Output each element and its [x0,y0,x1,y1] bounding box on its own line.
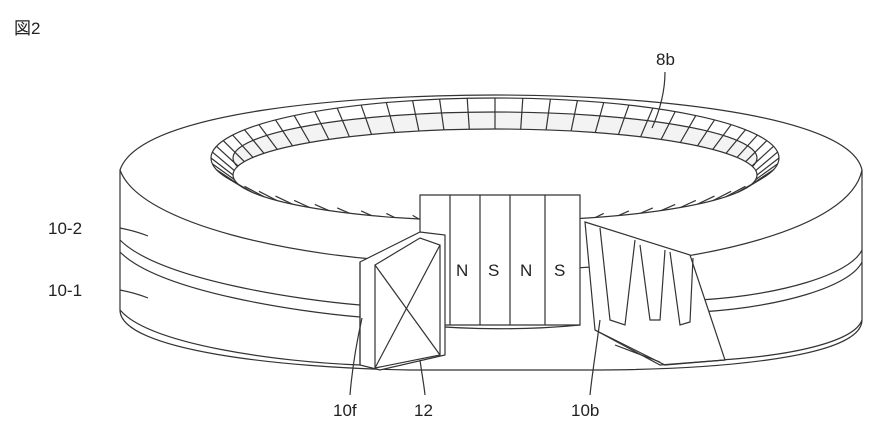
magnet-segment-line [594,102,605,133]
magnet-segment-line [751,145,774,167]
magnet-segment-line [660,111,676,140]
magnet-segment-line [660,203,676,212]
magnet-segment-line [386,212,395,219]
magnet-segment-line [360,210,372,217]
magnet-segment-line [756,157,780,176]
magnet-segment-line [274,119,294,147]
magnet-segment-line [466,98,470,130]
magnet-segment-line [745,140,768,163]
magnet-segment-line [293,199,310,209]
magnet-segment-line [216,145,239,167]
magnet-segment-line [222,174,245,189]
magnet-segment-line [293,115,311,143]
magnet-segment-line [258,124,278,150]
pole-label-4: S [554,261,565,280]
magnet-segment-line [212,163,235,180]
magnet-segment-line [314,203,330,212]
layer-separation-left [119,239,361,306]
layer-separation-right [699,249,863,301]
callout-leaders [119,71,666,396]
magnet-segment-line [696,119,716,147]
magnet-segment-line [222,140,245,163]
magnet-segment-line [697,195,715,205]
pole-label-3: N [520,261,532,280]
pole-label-2: S [488,261,499,280]
magnet-segment-line [595,212,604,219]
magnet-segment-line [244,185,265,198]
magnet-segment-line [439,99,445,130]
pole-label-1: N [456,261,468,280]
magnet-segment-line [755,151,778,171]
magnet-segments [210,98,780,222]
magnet-segment-line [232,134,254,158]
callout-upper-core: 10-2 [48,219,82,238]
magnet-segment-line [712,124,732,150]
magnet-segment-line [336,107,350,138]
figure-caption: 図2 [14,19,41,38]
magnet-segment-line [736,134,758,158]
magnet-segment-line [725,185,746,198]
magnet-segment-line [570,100,578,132]
coil-block [359,231,446,371]
magnet-segment-line [618,210,630,217]
magnet-segment-line [640,207,654,214]
magnet-segment-line [212,151,235,171]
magnet-ring [210,97,780,222]
magnet-segment-line [258,190,278,202]
callout-magnet-ring: 8b [656,50,675,69]
magnet-segment-line [617,104,630,135]
callout-gap-left: 10f [333,401,357,420]
magnet-segment-line [545,99,551,130]
magnet-segment-line [680,199,697,209]
callout-coil: 12 [414,401,433,420]
callout-lower-core: 10-1 [48,281,82,300]
magnet-segment-line [210,157,234,176]
magnet-segment-line [412,214,420,220]
magnet-segment-line [275,195,293,205]
magnet-segment-line [216,169,239,185]
magnet-segment-line [725,129,746,154]
magnet-segment-line [520,98,524,130]
magnet-segment-line [314,111,330,140]
callout-gap-right: 10b [571,401,599,420]
magnet-segment-line [712,190,732,202]
magnet-segment-line [385,102,396,133]
right-gap-structure [584,221,726,366]
magnet-segment-line [336,207,350,214]
magnet-segment-line [755,163,778,180]
magnet-segment-line [736,180,758,194]
magnet-segment-line [679,115,697,143]
magnet-segment-line [244,129,265,154]
magnet-segment-line [640,107,654,138]
magnet-segment-line [412,100,420,132]
magnet-segment-line [360,104,373,135]
